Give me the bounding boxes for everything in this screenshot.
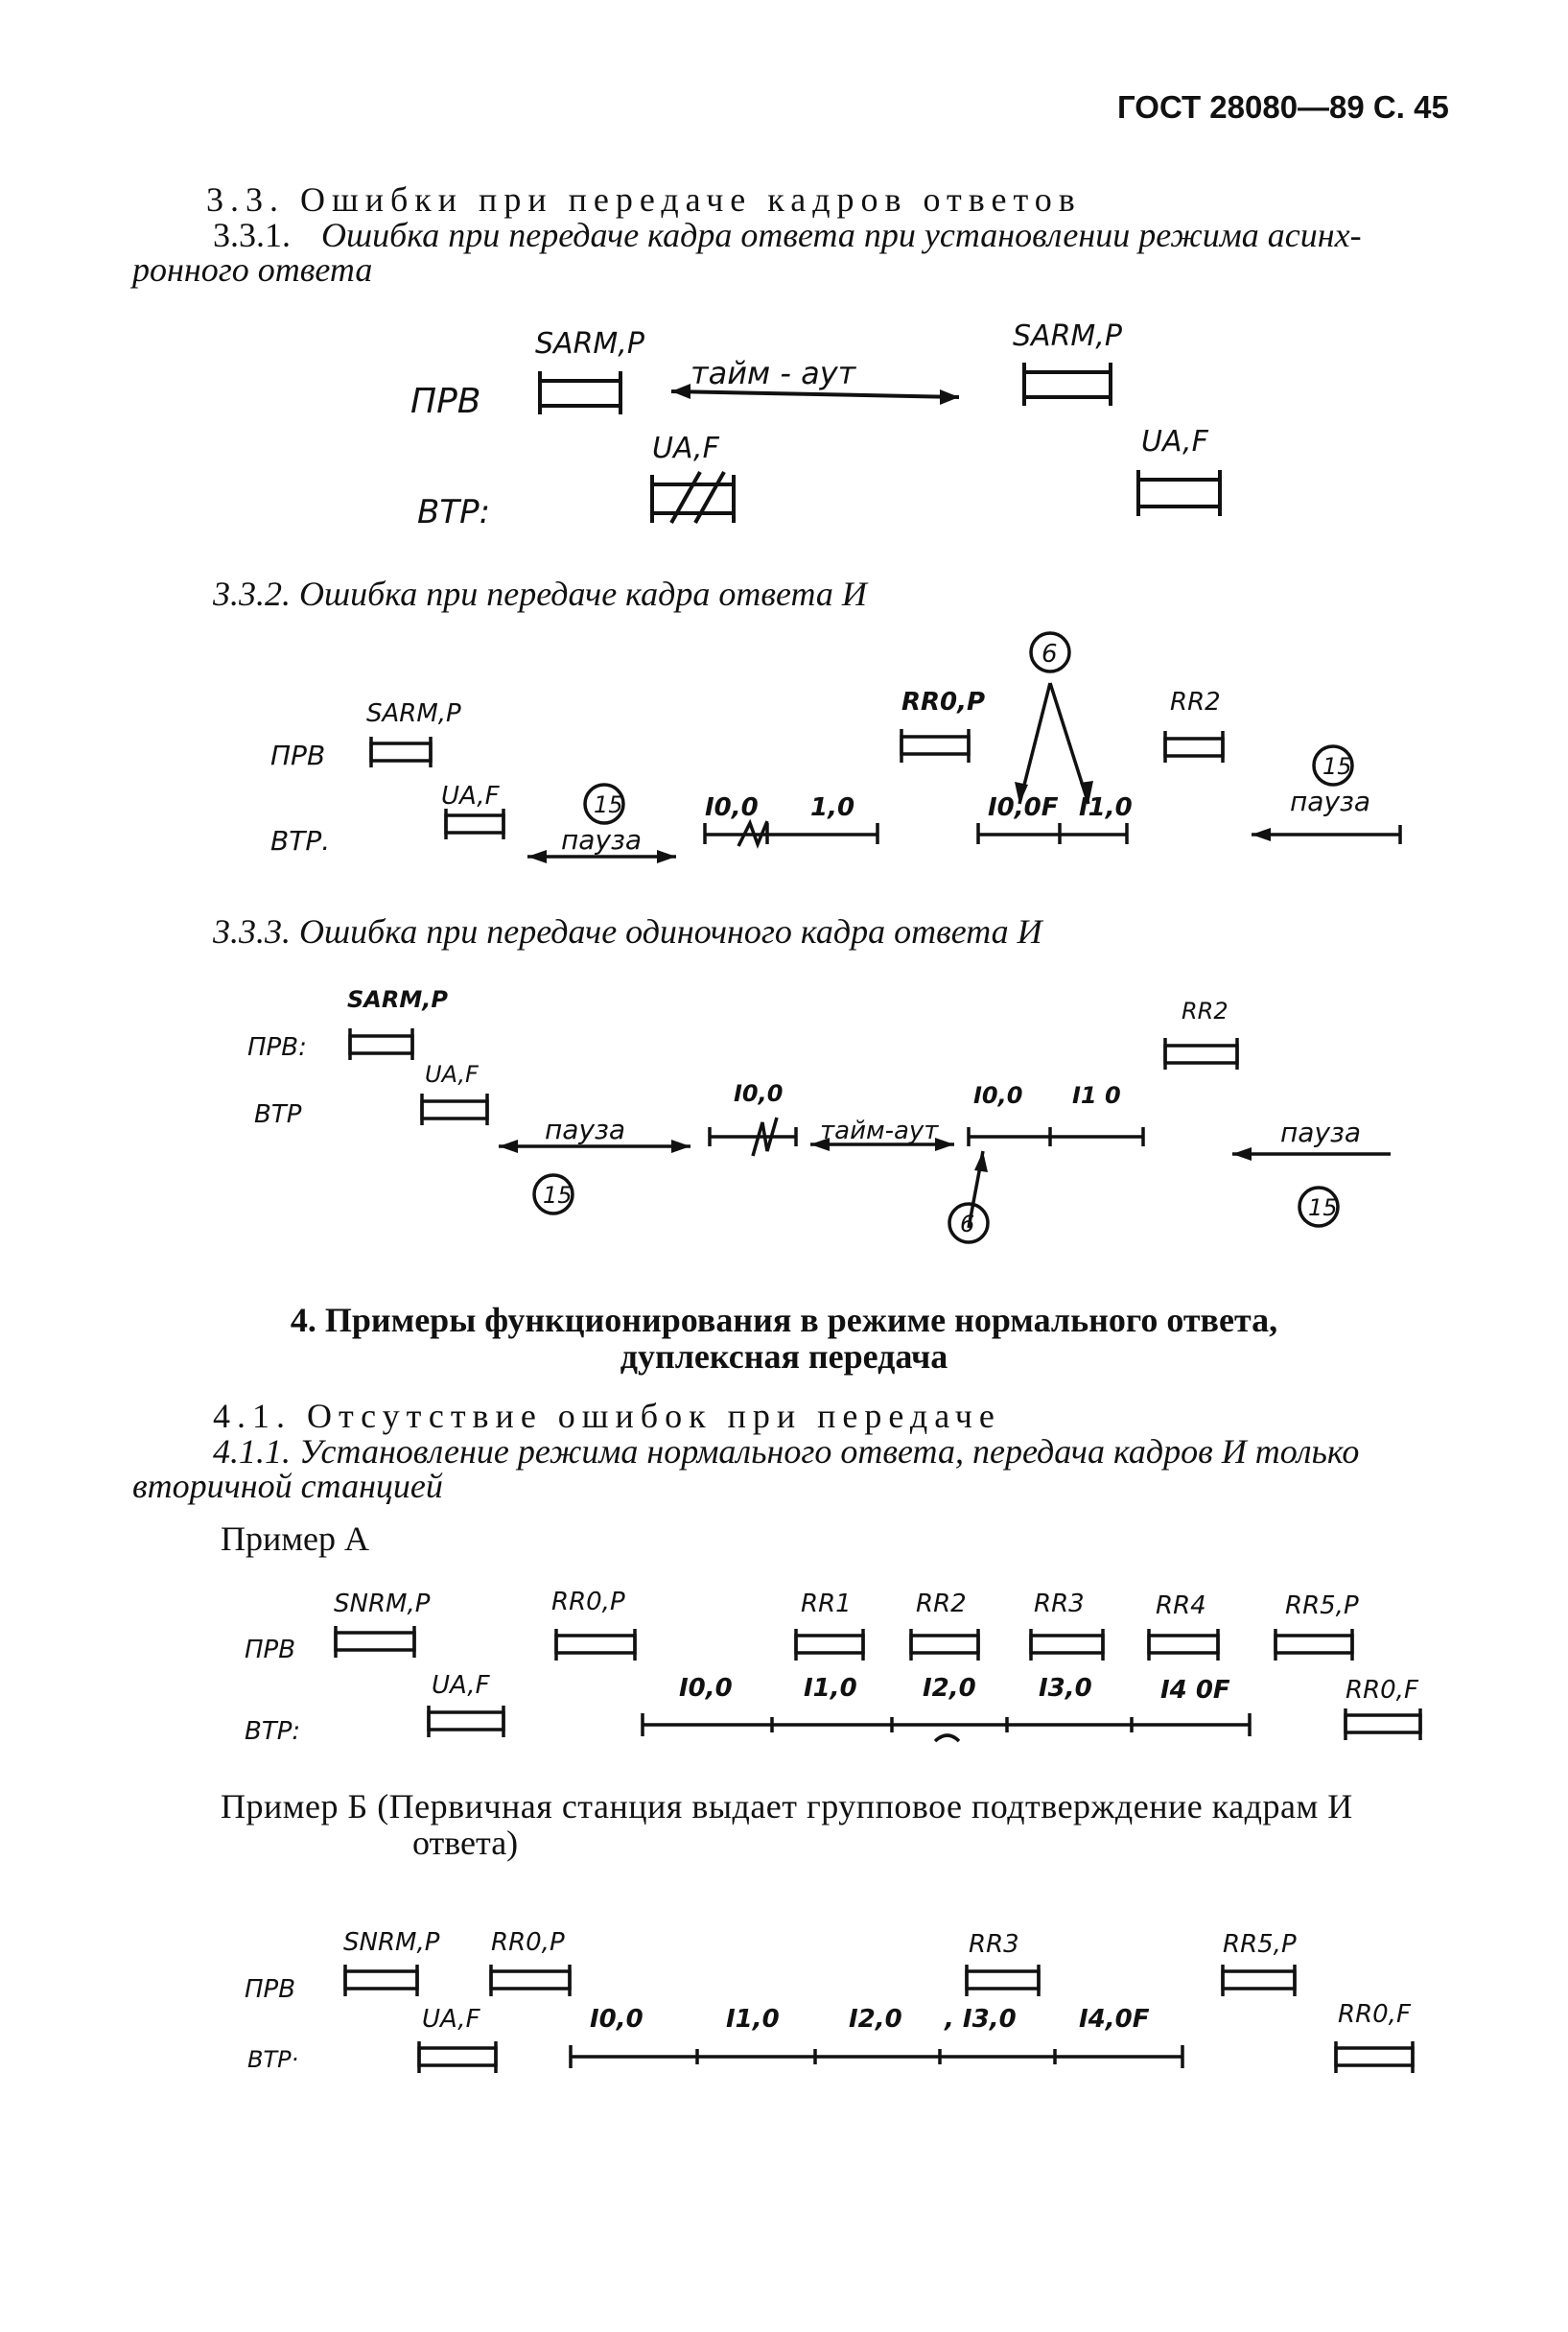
label-pause-2: пауза [1290, 786, 1370, 817]
label-i20: I2,0 [923, 1674, 976, 1703]
label-sarm: SARM,P [347, 986, 448, 1013]
circle-15-a: 15 [543, 1182, 573, 1209]
label-i00: I0,0 [679, 1674, 733, 1703]
label-vtr: ВТР: [245, 1717, 300, 1746]
section-3-3-1-number: 3.3.1. [213, 216, 291, 254]
label-ua-2: UA,F [1141, 425, 1209, 459]
example-b-label-cont: ответа) [412, 1824, 519, 1862]
label-i30: , I3,0 [944, 2005, 1017, 2034]
label-prv: ПРВ [245, 1636, 295, 1664]
label-rr0p: RR0,P [901, 688, 985, 717]
label-i00b: I0,0 [973, 1082, 1022, 1109]
label-ua: UA,F [425, 1061, 480, 1088]
label-vtr: ВТР: [417, 493, 490, 531]
page-header: ГОСТ 28080—89 С. 45 [1117, 89, 1449, 125]
label-i10: 1,0 [810, 793, 854, 822]
section-4-title: 4. Примеры функционирования в режиме нор… [290, 1301, 1278, 1339]
label-rr0p: RR0,P [551, 1588, 625, 1616]
label-ua: UA,F [432, 1671, 491, 1700]
label-rr3: RR3 [969, 1930, 1019, 1959]
label-i10: I1,0 [726, 2005, 780, 2034]
section-3-3-3: 3.3.3. Ошибка при передаче одиночного ка… [213, 912, 1042, 951]
label-i10: I1,0 [804, 1674, 857, 1703]
circle-6: 6 [1041, 640, 1058, 669]
label-timeout: тайм-аут [820, 1117, 939, 1145]
label-prv: ПРВ: [247, 1033, 307, 1062]
example-b-label: Пример Б (Первичная станция выдает групп… [221, 1787, 1353, 1826]
label-rr3: RR3 [1034, 1590, 1085, 1618]
label-timeout: тайм - аут [690, 355, 857, 391]
label-rr0p: RR0,P [491, 1928, 565, 1957]
label-sarm-2: SARM,P [1013, 319, 1123, 353]
section-4-1-1-text: 4.1.1. Установление режима нормального о… [213, 1432, 1360, 1471]
circle-15-b: 15 [1308, 1194, 1338, 1221]
section-3-3-1-text-cont: ронного ответа [132, 250, 373, 289]
label-i00: I0,0 [705, 793, 759, 822]
circle-15-a: 15 [594, 791, 623, 818]
section-4-title-cont: дуплексная передача [620, 1337, 948, 1376]
label-rr1: RR1 [801, 1590, 852, 1618]
label-prv: ПРВ [245, 1975, 295, 2004]
label-i10: I1 0 [1072, 1082, 1121, 1109]
label-i00: I0,0 [590, 2005, 644, 2034]
label-vtr: ВТР· [247, 2046, 298, 2073]
label-i00: I0,0 [734, 1080, 783, 1107]
label-pause-2: пауза [1280, 1117, 1361, 1148]
label-i40f: I4 0F [1160, 1676, 1230, 1705]
label-rr2: RR2 [1170, 688, 1221, 717]
section-4-1-title: 4.1. Отсутствие ошибок при передаче [213, 1397, 1001, 1435]
label-snrm: SNRM,P [334, 1590, 431, 1618]
label-prv: ПРВ [270, 740, 325, 771]
label-sarm: SARM,P [366, 699, 461, 728]
label-i40f: I4,0F [1079, 2005, 1150, 2034]
label-rr2: RR2 [916, 1590, 967, 1618]
label-rr5p: RR5,P [1223, 1930, 1297, 1959]
label-snrm: SNRM,P [343, 1928, 440, 1957]
section-3-3-1-text: Ошибка при передаче кадра ответа при уст… [321, 216, 1362, 254]
example-a-label: Пример А [221, 1519, 370, 1558]
label-i30: I3,0 [1039, 1674, 1092, 1703]
section-4-1-1-text-cont: вторичной станцией [132, 1467, 443, 1505]
label-rr2: RR2 [1182, 998, 1229, 1025]
label-rr0f: RR0,F [1338, 2000, 1412, 2029]
label-prv: ПРВ [410, 382, 480, 421]
label-i20: I2,0 [849, 2005, 902, 2034]
label-vtr: ВТР. [270, 825, 330, 857]
section-3-3-2: 3.3.2. Ошибка при передаче кадра ответа … [213, 575, 867, 613]
circle-6: 6 [960, 1211, 974, 1237]
label-vtr: ВТР [254, 1100, 302, 1129]
label-pause-1: пауза [545, 1114, 625, 1145]
section-3-3-title: 3.3. Ошибки при передаче кадров ответов [206, 180, 1082, 219]
label-sarm-1: SARM,P [535, 327, 645, 361]
label-rr0f: RR0,F [1346, 1676, 1419, 1705]
label-rr5p: RR5,P [1285, 1591, 1359, 1620]
label-i00f: I0,0F [988, 793, 1059, 822]
label-ua: UA,F [422, 2005, 481, 2034]
label-ua-1: UA,F [652, 432, 720, 465]
label-rr4: RR4 [1156, 1591, 1206, 1620]
label-pause-1: пауза [561, 824, 642, 856]
label-i110: I1,0 [1079, 793, 1133, 822]
circle-15-b: 15 [1322, 753, 1352, 780]
label-ua: UA,F [441, 782, 501, 811]
